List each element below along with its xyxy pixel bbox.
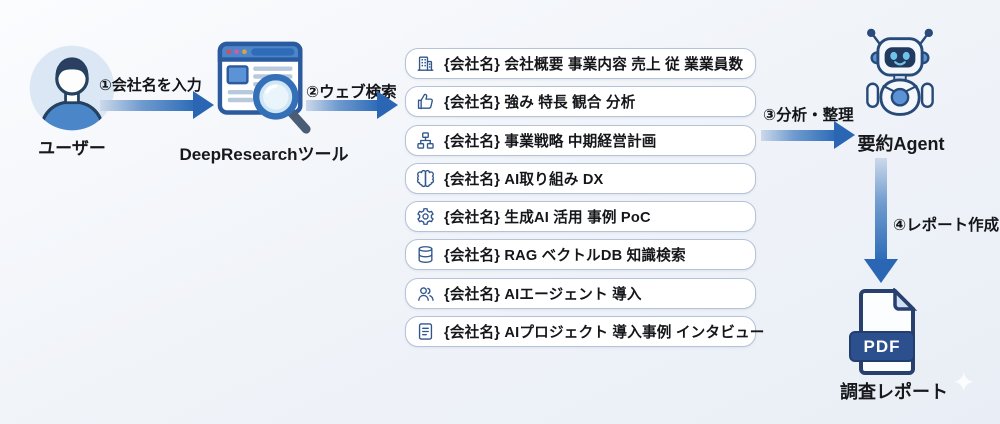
query-text: {会社名} 生成AI 活用 事例 PoC bbox=[444, 210, 651, 227]
robot-icon bbox=[866, 28, 934, 116]
thumbs-up-icon bbox=[417, 94, 433, 110]
brain-icon bbox=[416, 169, 435, 187]
sparkle-icon: ✦ bbox=[952, 367, 976, 398]
query-chip: {会社名} AIエージェント 導入 bbox=[405, 277, 756, 309]
step4-label: ④レポート作成 bbox=[893, 217, 1000, 234]
query-chip: {会社名} 生成AI 活用 事例 PoC bbox=[405, 201, 756, 233]
query-chip: {会社名} 事業戦略 中期経営計画 bbox=[405, 124, 756, 156]
query-text: {会社名} 事業戦略 中期経営計画 bbox=[444, 133, 657, 150]
query-text: {会社名} AI取り組み DX bbox=[444, 171, 604, 188]
query-text: {会社名} AIエージェント 導入 bbox=[444, 286, 642, 303]
report-label: 調査レポート bbox=[840, 382, 948, 402]
database-icon bbox=[418, 246, 433, 264]
query-list: {会社名} 会社概要 事業内容 売上 従 業業員数 {会社名} 強み 特長 観合… bbox=[405, 48, 764, 348]
arrow-step1 bbox=[100, 91, 214, 119]
users-icon bbox=[418, 287, 434, 301]
query-chip: {会社名} AI取り組み DX bbox=[405, 162, 756, 194]
query-text: {会社名} AIプロジェクト 導入事例 インタビュー bbox=[444, 325, 765, 342]
step2-label: ②ウェブ検索 bbox=[306, 84, 397, 101]
query-text: {会社名} 強み 特長 観合 分析 bbox=[444, 95, 636, 112]
agent-label: 要約Agent bbox=[857, 134, 945, 154]
query-chip: {会社名} 会社概要 事業内容 売上 従 業業員数 bbox=[405, 48, 756, 79]
query-text: {会社名} 会社概要 事業内容 売上 従 業業員数 bbox=[444, 57, 744, 73]
arrow-step2 bbox=[306, 91, 398, 119]
deepresearch-tool-icon bbox=[217, 41, 311, 134]
query-chip: {会社名} AIプロジェクト 導入事例 インタビュー bbox=[405, 316, 764, 348]
user-label: ユーザー bbox=[38, 139, 106, 158]
user-icon bbox=[29, 45, 115, 131]
step1-label: ①会社名を入力 bbox=[99, 77, 202, 94]
arrow-step3 bbox=[761, 121, 855, 149]
query-chip: {会社名} 強み 特長 観合 分析 bbox=[405, 86, 756, 118]
magnifier-icon bbox=[252, 74, 311, 134]
document-icon bbox=[418, 323, 433, 340]
gear-icon bbox=[417, 208, 434, 226]
query-text: {会社名} RAG ベクトルDB 知識検索 bbox=[444, 248, 686, 265]
building-icon bbox=[417, 56, 434, 71]
arrow-step4 bbox=[864, 158, 898, 283]
step3-label: ③分析・整理 bbox=[763, 107, 854, 124]
org-chart-icon bbox=[417, 131, 434, 149]
pdf-badge: PDF bbox=[849, 331, 915, 362]
query-chip: {会社名} RAG ベクトルDB 知識検索 bbox=[405, 239, 756, 271]
tool-label: DeepResearchツール bbox=[179, 145, 349, 164]
